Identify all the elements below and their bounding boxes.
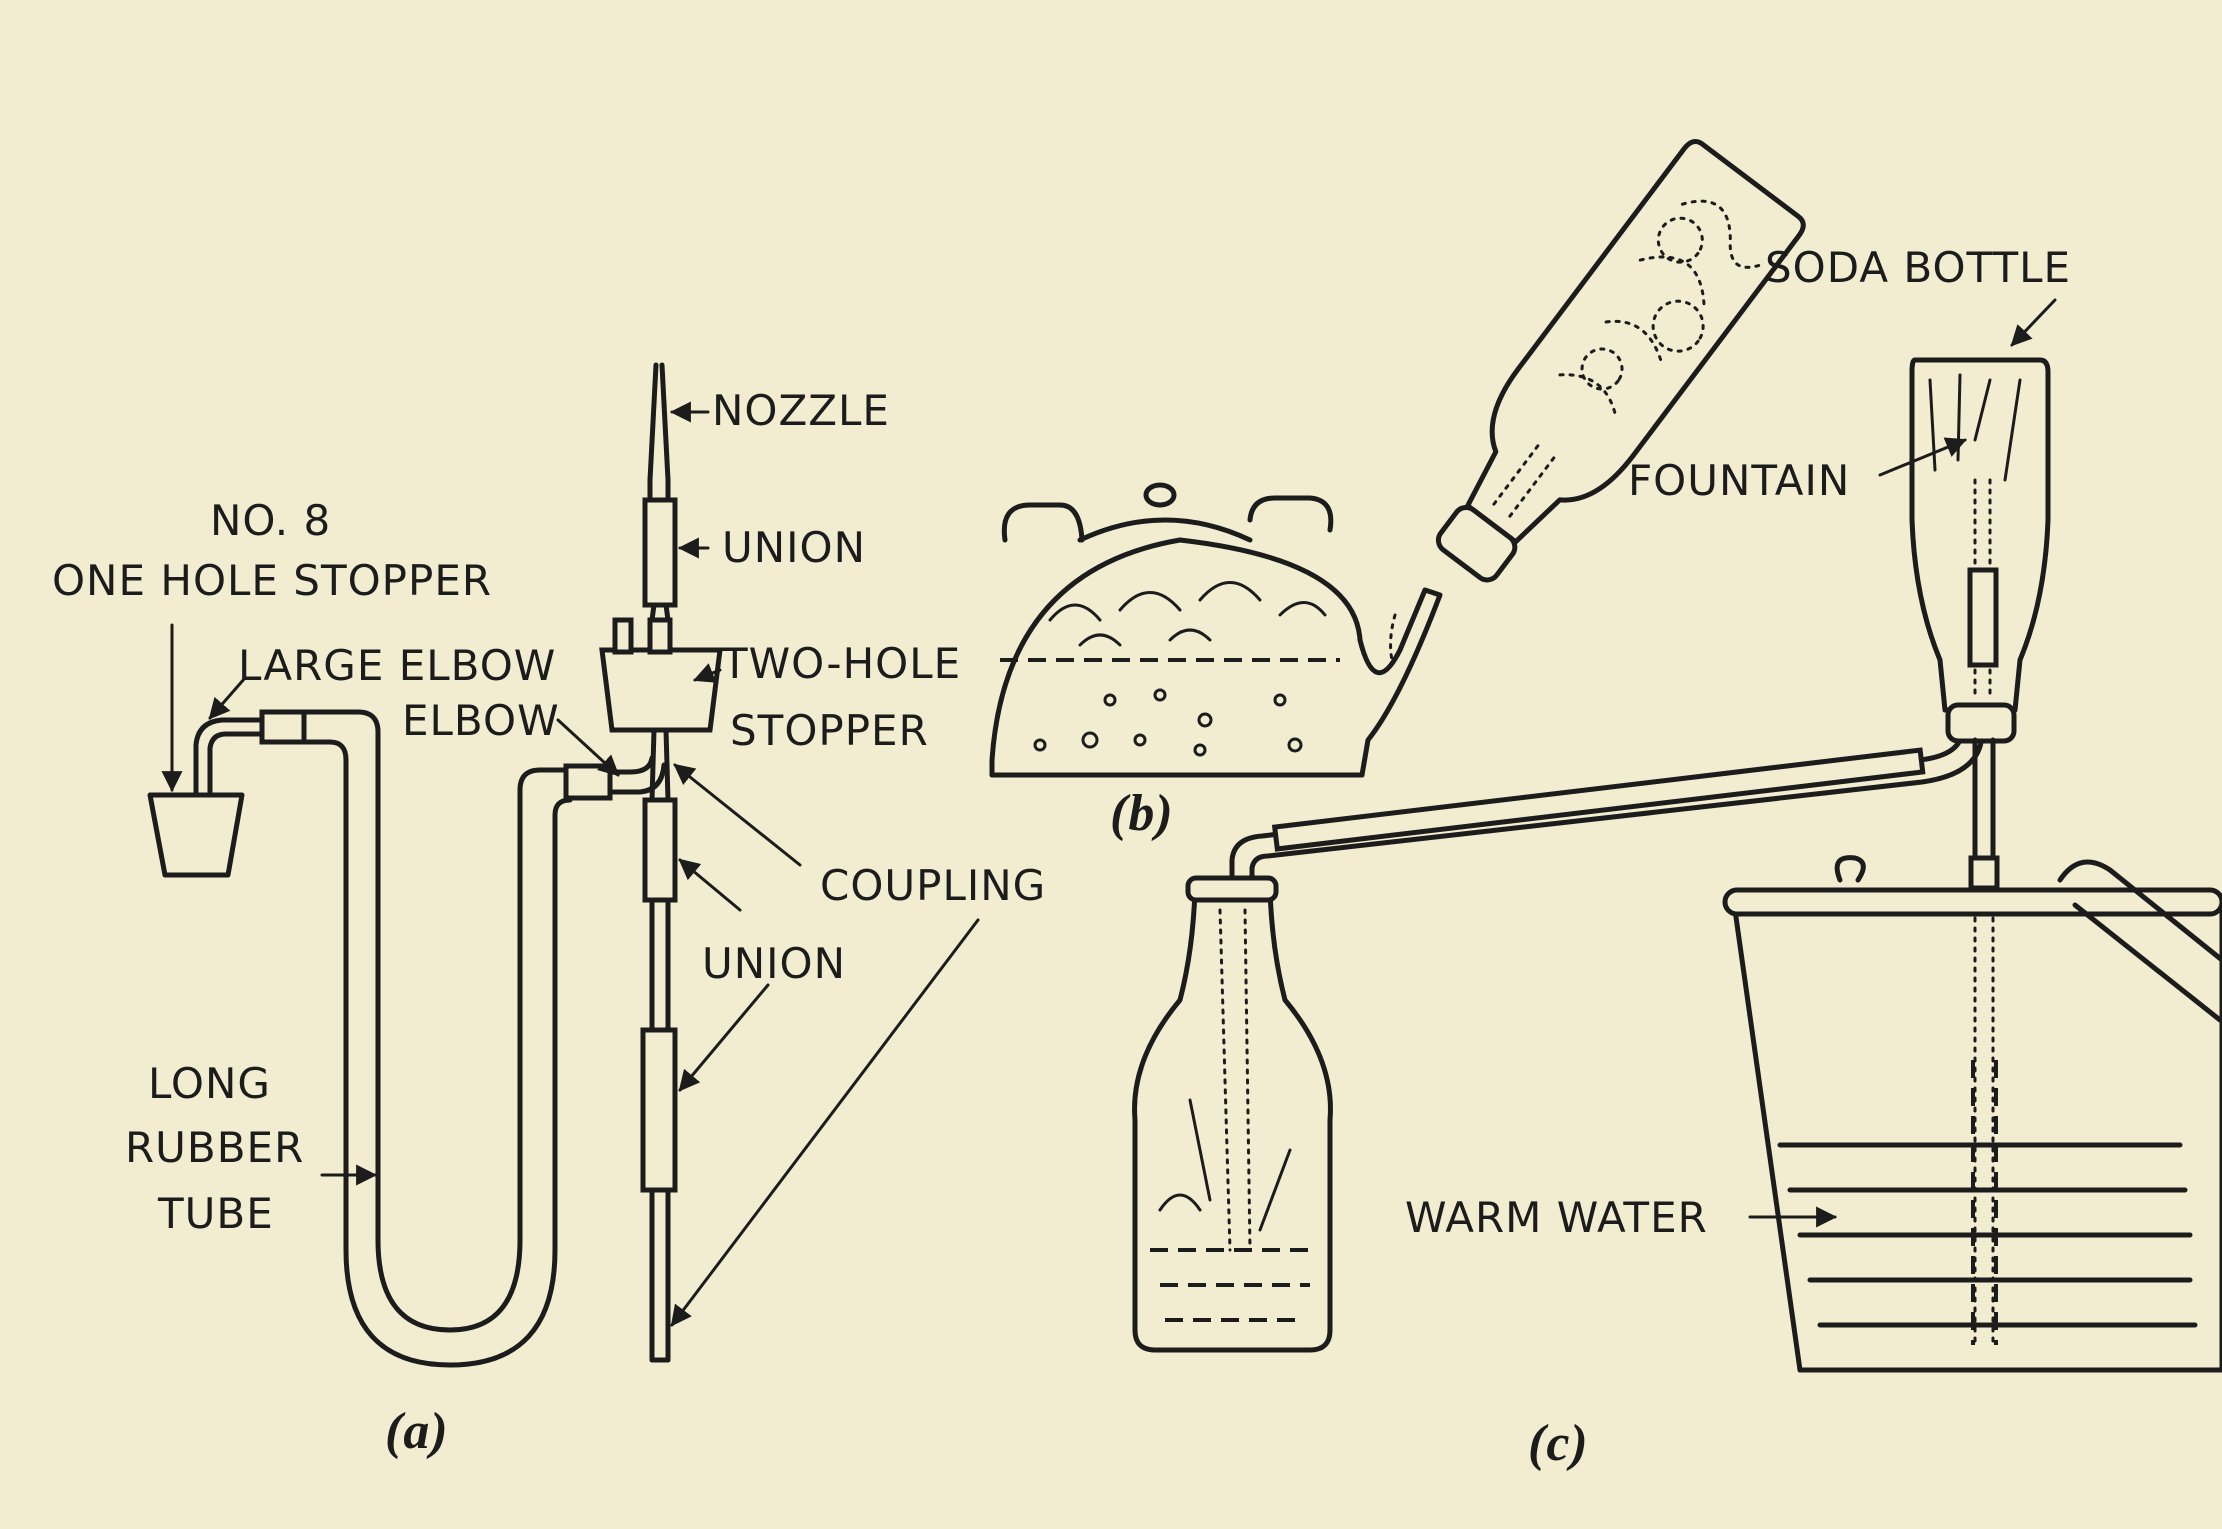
connecting-tube — [1229, 727, 1965, 881]
label-long: LONG — [148, 1059, 271, 1108]
kettle-body — [989, 537, 1443, 778]
union-bottom-1 — [642, 797, 678, 903]
nozzle — [647, 362, 671, 483]
union-top — [642, 497, 678, 608]
stopper-glass-tube — [193, 717, 265, 798]
figure-a: NO. 8 ONE HOLE STOPPER LARGE ELBOW ELBOW… — [52, 362, 1046, 1460]
bucket — [1732, 907, 2222, 1373]
elbow — [563, 763, 613, 801]
two-hole-stopper — [599, 647, 723, 733]
one-hole-stopper — [147, 792, 245, 878]
label-nozzle: NOZZLE — [712, 386, 890, 435]
caption-b: (b) — [1110, 785, 1174, 842]
figure-b: (b) — [989, 139, 1806, 842]
caption-c: (c) — [1528, 1415, 1589, 1472]
union-bottom-2 — [640, 1027, 678, 1193]
large-elbow — [259, 709, 307, 745]
label-stopper: STOPPER — [730, 706, 929, 755]
label-union-top: UNION — [722, 523, 866, 572]
label-elbow: ELBOW — [402, 696, 560, 745]
label-union-bottom: UNION — [702, 939, 846, 988]
tilted-soda-bottle — [1435, 139, 1806, 583]
label-two-hole: TWO-HOLE — [721, 639, 961, 688]
label-fountain: FOUNTAIN — [1628, 456, 1850, 505]
long-rubber-tube — [301, 709, 571, 1333]
label-one-hole-stopper: ONE HOLE STOPPER — [52, 556, 492, 605]
milk-bottle — [1132, 887, 1333, 1353]
kettle-bubbles — [1033, 581, 1327, 757]
label-no8: NO. 8 — [210, 496, 331, 545]
figure-c: SODA BOTTLE FOUNTAIN WARM WATER (c) — [1132, 243, 2222, 1472]
label-rubber: RUBBER — [125, 1123, 304, 1172]
label-coupling: COUPLING — [820, 861, 1046, 910]
label-soda-bottle: SODA BOTTLE — [1765, 243, 2071, 292]
caption-a: (a) — [385, 1403, 449, 1460]
label-warm-water: WARM WATER — [1405, 1193, 1708, 1242]
label-tube: TUBE — [157, 1189, 274, 1238]
label-large-elbow: LARGE ELBOW — [238, 641, 556, 690]
